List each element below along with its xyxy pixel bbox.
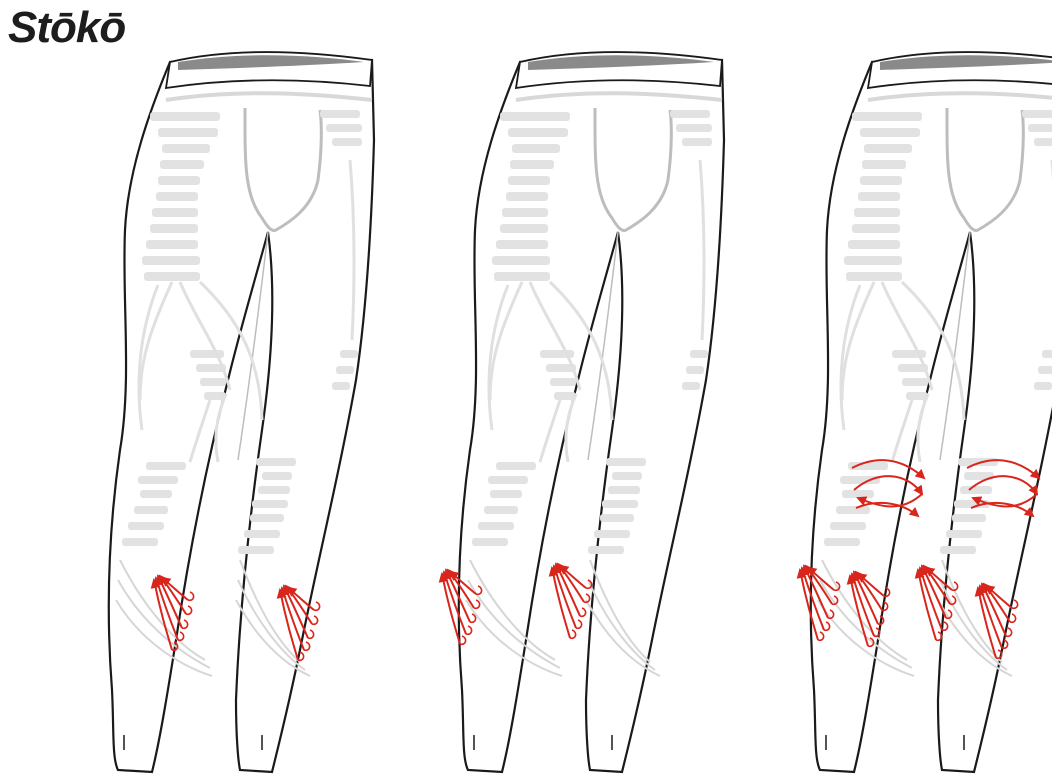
tights-figure-3 [800,52,1052,772]
tights-figure-1 [109,52,374,772]
tights-figure-2 [442,52,724,772]
